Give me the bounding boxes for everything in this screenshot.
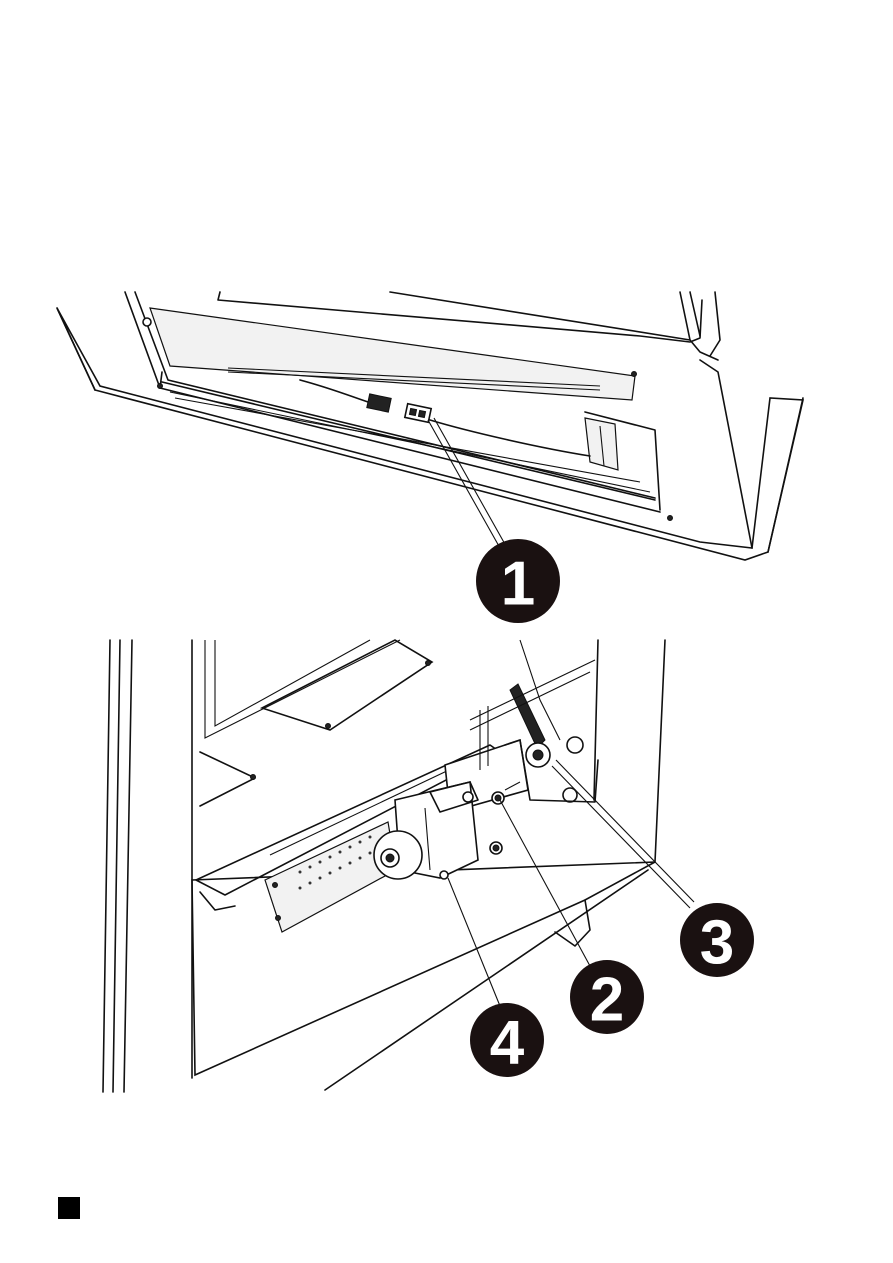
callout-3: 3 — [680, 903, 754, 978]
cover-plate — [262, 640, 432, 730]
callout-4: 4 — [470, 1003, 544, 1078]
upper-view-connector — [57, 292, 803, 560]
svg-text:1: 1 — [501, 550, 535, 619]
svg-text:4: 4 — [490, 1009, 525, 1078]
callout-1: 1 — [476, 539, 560, 623]
tray-panel — [150, 308, 635, 400]
connector-plug-left — [367, 394, 391, 412]
connector-plug-right — [405, 404, 431, 423]
svg-text:2: 2 — [590, 966, 624, 1035]
timing-belt — [510, 684, 545, 748]
callout-2: 2 — [570, 960, 644, 1035]
svg-text:3: 3 — [700, 909, 734, 978]
leader-line-1 — [428, 420, 500, 548]
page-marker-square — [58, 1197, 80, 1219]
cable — [300, 380, 368, 402]
